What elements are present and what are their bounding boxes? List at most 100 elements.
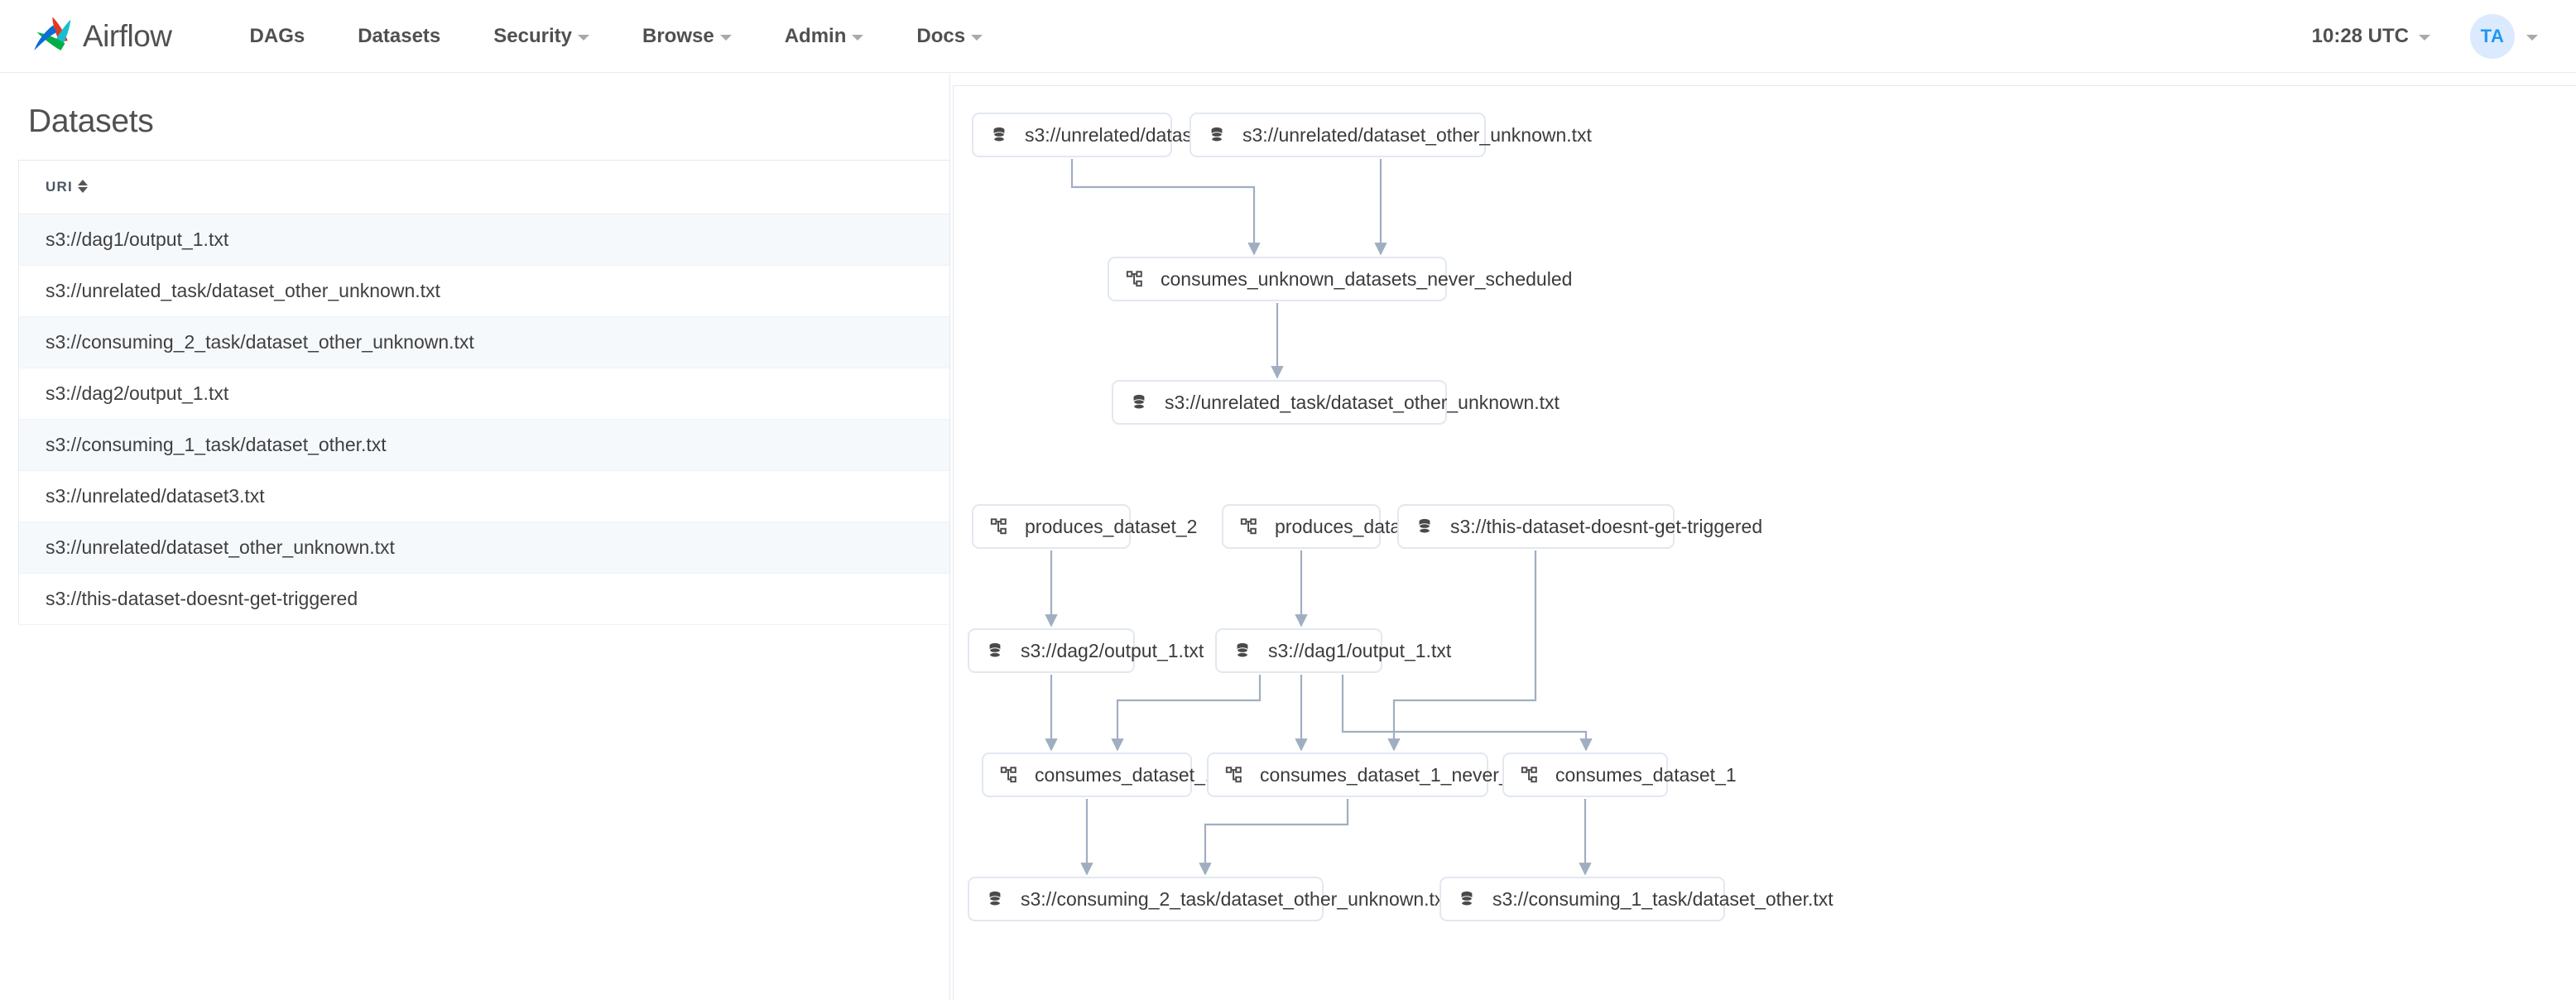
sitemap-icon bbox=[1124, 268, 1146, 290]
column-header-label: URI bbox=[46, 179, 73, 195]
nav-menu: DAGs Datasets Security Browse Admin Docs bbox=[223, 0, 1010, 73]
edge-path bbox=[1341, 675, 1593, 752]
brand-name: Airflow bbox=[83, 18, 172, 53]
table-row[interactable]: s3://unrelated/dataset_other_unknown.txt bbox=[18, 522, 949, 574]
graph-node-label: s3://consuming_1_task/dataset_other.txt bbox=[1492, 887, 1833, 910]
dataset-uri-cell[interactable]: s3://consuming_1_task/dataset_other.txt bbox=[18, 419, 949, 471]
graph-node-dag-consumes-1-never[interactable]: consumes_dataset_1_never_scheduled bbox=[1207, 752, 1597, 797]
graph-node-label: s3://dag2/output_1.txt bbox=[1021, 639, 1204, 661]
table-row[interactable]: s3://unrelated/dataset3.txt bbox=[18, 470, 949, 522]
graph-node-dag-produces-dataset-1[interactable]: produces_dataset_1 bbox=[1222, 504, 1447, 549]
sitemap-icon bbox=[1223, 764, 1245, 786]
table-row[interactable]: s3://dag2/output_1.txt bbox=[18, 368, 949, 420]
database-icon bbox=[1414, 516, 1435, 537]
nav-label: Browse bbox=[642, 24, 714, 47]
nav-label: Docs bbox=[916, 24, 966, 47]
sitemap-icon bbox=[1519, 764, 1540, 786]
table-row[interactable]: s3://unrelated_task/dataset_other_unknow… bbox=[18, 265, 949, 317]
sitemap-icon bbox=[998, 764, 1020, 786]
graph-node-ds-unrelated-task-other[interactable]: s3://unrelated_task/dataset_other_unknow… bbox=[1112, 380, 1560, 425]
sitemap-icon bbox=[988, 516, 1010, 537]
nav-label: DAGs bbox=[249, 24, 305, 47]
edge-path bbox=[1111, 675, 1262, 752]
database-icon bbox=[1128, 392, 1150, 413]
graph-node-label: produces_dataset_2 bbox=[1025, 515, 1198, 537]
page-title: Datasets bbox=[28, 103, 154, 139]
edge-path bbox=[1199, 799, 1349, 876]
clock-label: 10:28 UTC bbox=[2311, 24, 2409, 47]
database-icon bbox=[1456, 888, 1478, 910]
dataset-uri-cell[interactable]: s3://unrelated/dataset3.txt bbox=[18, 470, 949, 522]
graph-node-dag-consumes-1[interactable]: consumes_dataset_1 bbox=[1502, 752, 1737, 797]
nav-label: Datasets bbox=[358, 24, 441, 47]
edge-path bbox=[1387, 550, 1537, 752]
graph-node-dag-produces-dataset-2[interactable]: produces_dataset_2 bbox=[972, 504, 1197, 549]
nav-item-admin[interactable]: Admin bbox=[758, 0, 891, 73]
graph-node-dag-consumes-unknown[interactable]: consumes_unknown_datasets_never_schedule… bbox=[1108, 257, 1572, 301]
graph-edges bbox=[1045, 159, 1593, 876]
chevron-down-icon bbox=[2526, 35, 2538, 41]
dataset-uri-cell[interactable]: s3://dag1/output_1.txt bbox=[18, 214, 949, 266]
user-menu[interactable]: TA bbox=[2470, 13, 2538, 59]
graph-node-ds-unrelated-other-unknown[interactable]: s3://unrelated/dataset_other_unknown.txt bbox=[1189, 113, 1592, 157]
dataset-uri-cell[interactable]: s3://dag2/output_1.txt bbox=[18, 368, 949, 420]
table-row[interactable]: s3://dag1/output_1.txt bbox=[18, 214, 949, 266]
database-icon bbox=[1206, 124, 1228, 146]
graph-node-label: s3://consuming_2_task/dataset_other_unkn… bbox=[1021, 887, 1449, 910]
column-header-uri[interactable]: URI bbox=[18, 160, 949, 214]
chevron-down-icon bbox=[578, 35, 589, 41]
nav-label: Admin bbox=[784, 24, 847, 47]
database-icon bbox=[984, 640, 1006, 661]
table-row[interactable]: s3://this-dataset-doesnt-get-triggered bbox=[18, 573, 949, 625]
avatar: TA bbox=[2470, 13, 2515, 59]
chevron-down-icon bbox=[2419, 35, 2430, 41]
top-navbar: Airflow DAGs Datasets Security Browse Ad… bbox=[0, 0, 2576, 73]
brand-logo-link[interactable]: Airflow bbox=[31, 14, 172, 59]
nav-label: Security bbox=[493, 24, 572, 47]
sitemap-icon bbox=[1238, 516, 1260, 537]
chevron-down-icon bbox=[852, 35, 864, 41]
utc-clock[interactable]: 10:28 UTC bbox=[2312, 25, 2430, 48]
graph-node-ds-consuming-1-task[interactable]: s3://consuming_1_task/dataset_other.txt bbox=[1439, 877, 1833, 921]
table-row[interactable]: s3://consuming_2_task/dataset_other_unkn… bbox=[18, 316, 949, 368]
dataset-uri-cell[interactable]: s3://consuming_2_task/dataset_other_unkn… bbox=[18, 316, 949, 368]
graph-node-label: consumes_unknown_datasets_never_schedule… bbox=[1161, 267, 1573, 290]
nav-item-dags[interactable]: DAGs bbox=[223, 0, 332, 73]
edge-path bbox=[1070, 159, 1261, 256]
table-header-row: URI bbox=[18, 160, 949, 214]
database-icon bbox=[1232, 640, 1253, 661]
dataset-uri-cell[interactable]: s3://unrelated_task/dataset_other_unknow… bbox=[18, 265, 949, 317]
table-header: URI bbox=[18, 160, 949, 214]
graph-node-ds-consuming-2-task[interactable]: s3://consuming_2_task/dataset_other_unkn… bbox=[968, 877, 1449, 921]
graph-node-label: consumes_dataset_1 bbox=[1555, 763, 1737, 786]
graph-node-ds-dag2-output[interactable]: s3://dag2/output_1.txt bbox=[968, 628, 1204, 673]
nav-item-security[interactable]: Security bbox=[467, 0, 616, 73]
navbar-right: 10:28 UTC TA bbox=[2312, 13, 2538, 59]
graph-node-dag-consumes-1-and-2[interactable]: consumes_dataset_1_and_2 bbox=[982, 752, 1279, 797]
graph-node-label: s3://unrelated_task/dataset_other_unknow… bbox=[1165, 391, 1560, 413]
sort-updown-icon[interactable] bbox=[77, 179, 88, 194]
nav-item-docs[interactable]: Docs bbox=[890, 0, 1009, 73]
nav-item-datasets[interactable]: Datasets bbox=[331, 0, 467, 73]
graph-node-ds-dag1-output[interactable]: s3://dag1/output_1.txt bbox=[1215, 628, 1451, 673]
database-icon bbox=[984, 888, 1006, 910]
chevron-down-icon bbox=[719, 35, 732, 41]
graph-node-label: s3://dag1/output_1.txt bbox=[1268, 639, 1452, 661]
graph-node-label: s3://unrelated/dataset_other_unknown.txt bbox=[1242, 123, 1592, 146]
airflow-pinwheel-logo bbox=[34, 16, 71, 50]
graph-node-ds-unrelated-dataset3[interactable]: s3://unrelated/dataset3.txt bbox=[972, 113, 1244, 157]
graph-node-ds-doesnt-get-triggered[interactable]: s3://this-dataset-doesnt-get-triggered bbox=[1397, 504, 1762, 549]
nav-item-browse[interactable]: Browse bbox=[616, 0, 758, 73]
graph-node-label: s3://this-dataset-doesnt-get-triggered bbox=[1450, 515, 1763, 537]
table-row[interactable]: s3://consuming_1_task/dataset_other.txt bbox=[18, 419, 949, 471]
dataset-uri-cell[interactable]: s3://this-dataset-doesnt-get-triggered bbox=[18, 573, 949, 625]
edge-group bbox=[1045, 159, 1593, 876]
database-icon bbox=[988, 124, 1010, 146]
chevron-down-icon bbox=[971, 35, 983, 41]
dataset-uri-cell[interactable]: s3://unrelated/dataset_other_unknown.txt bbox=[18, 522, 949, 574]
